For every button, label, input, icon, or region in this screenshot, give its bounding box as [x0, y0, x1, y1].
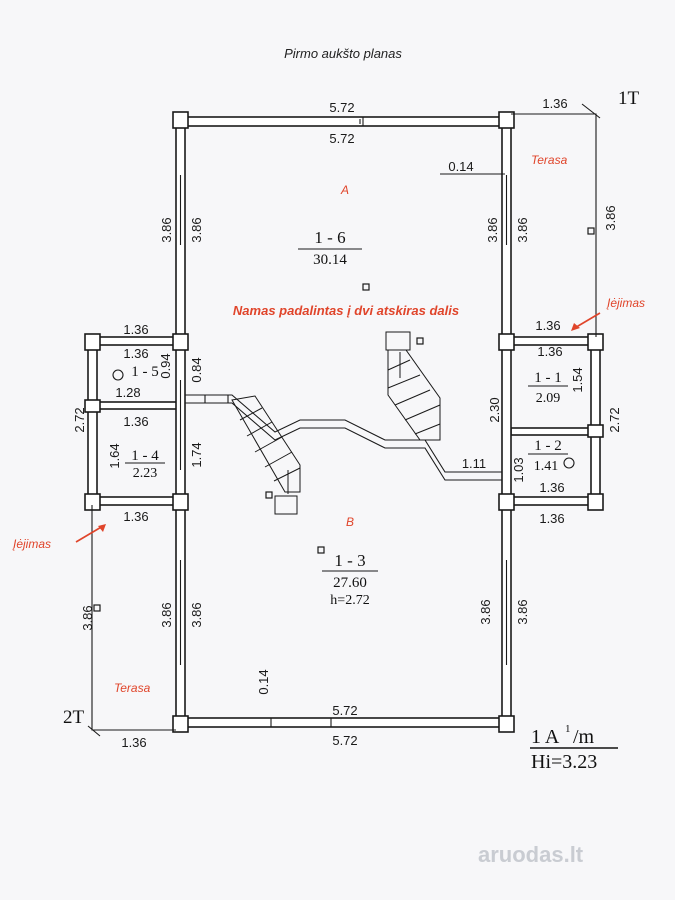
dividing-wall-inner — [185, 402, 502, 481]
corner-posts — [84, 111, 604, 733]
dim-room12-width: 1.36 — [539, 480, 564, 495]
room-16-id: 1 - 6 — [314, 228, 345, 247]
wall-annex-right-bottom — [505, 496, 599, 506]
entrance-label-left: Įėjimas — [12, 537, 51, 551]
dim-154: 1.54 — [570, 367, 585, 392]
stairs — [231, 331, 441, 515]
dim-annex-right-top: 1.36 — [535, 318, 560, 333]
stamp-sup: 1 — [565, 723, 571, 735]
entrance-arrow-left — [75, 525, 104, 543]
terrace-lines — [87, 103, 601, 737]
dim-103: 1.03 — [511, 457, 526, 482]
dim-annex-right-bottom: 1.36 — [539, 511, 564, 526]
stair-left — [231, 395, 301, 493]
terrace-top-right — [511, 113, 597, 337]
stamp-line1: 1 A — [531, 726, 560, 748]
stamp-unit: /m — [573, 726, 595, 748]
toilet-left-icon — [112, 369, 124, 381]
wall-top — [179, 116, 508, 127]
wall-annex-right-mid — [510, 427, 592, 436]
dim-left-lower-inner: 3.86 — [189, 602, 204, 627]
dim-room15-width: 1.36 — [123, 346, 148, 361]
terrace-label-top: Terasa — [531, 153, 568, 167]
zone-a-label: A — [340, 183, 349, 197]
dim-174: 1.74 — [189, 442, 204, 467]
room-12-area: 1.41 — [534, 459, 559, 474]
dim-230: 2.30 — [487, 397, 502, 422]
wall-annex-left-bottom — [89, 496, 183, 506]
dim-annex-left-bottom: 1.36 — [123, 509, 148, 524]
dim-164: 1.64 — [107, 443, 122, 468]
dim-bottom-inner: 5.72 — [332, 703, 357, 718]
dim-annex-left-height: 2.72 — [72, 407, 87, 432]
zone-b-label: B — [346, 515, 354, 529]
dim-annex-right-height: 2.72 — [607, 407, 622, 432]
divided-note: Namas padalintas į dvi atskiras dalis — [233, 303, 459, 318]
dim-094: 0.94 — [158, 353, 173, 378]
room-14-id: 1 - 4 — [131, 448, 159, 464]
dimensions: 5.72 5.72 1.36 0.14 3.86 3.86 3.86 3.86 … — [72, 96, 622, 750]
dim-terrace-right: 3.86 — [603, 205, 618, 230]
annotations: Namas padalintas į dvi atskiras dalis Te… — [12, 153, 645, 695]
toilet-right-icon — [563, 457, 575, 469]
dim-terrace-left: 3.86 — [80, 605, 95, 630]
dim-right-upper-inner: 3.86 — [485, 217, 500, 242]
room-12-id: 1 - 2 — [534, 438, 562, 454]
walls — [87, 116, 601, 728]
dim-room15-small: 1.28 — [115, 385, 140, 400]
wall-annex-right-inner — [501, 341, 512, 503]
room-labels: A 1 - 6 30.14 B 1 - 3 27.60 h=2.72 1 - 5… — [125, 183, 568, 608]
stamp-line2: Hi=3.23 — [531, 751, 597, 773]
dim-top-outer: 5.72 — [329, 100, 354, 115]
plan-title: Pirmo aukšto planas — [284, 46, 402, 61]
dim-terrace-bottom: 1.36 — [121, 735, 146, 750]
room-13-area: 27.60 — [333, 575, 367, 591]
dim-014-bottom: 0.14 — [256, 669, 271, 694]
terrace-label-bottom: Terasa — [114, 681, 151, 695]
wall-annex-left-top — [89, 336, 183, 346]
wall-annex-left-mid — [96, 401, 178, 410]
markers — [93, 227, 595, 612]
dim-right-lower-inner: 3.86 — [478, 599, 493, 624]
dim-left-upper-inner: 3.86 — [189, 217, 204, 242]
stair-right — [387, 349, 441, 441]
dim-left-upper-outer: 3.86 — [159, 217, 174, 242]
dim-084: 0.84 — [189, 357, 204, 382]
wall-annex-right-outer — [590, 336, 601, 506]
marker-2t: 2T — [63, 707, 85, 728]
dividing-wall-outer — [185, 394, 502, 473]
room-16-area: 30.14 — [313, 252, 347, 268]
dim-111: 1.11 — [462, 456, 486, 471]
dim-room11-width: 1.36 — [537, 344, 562, 359]
dim-right-upper-outer: 3.86 — [515, 217, 530, 242]
dim-terrace-top: 1.36 — [542, 96, 567, 111]
entrance-label-right: Įėjimas — [606, 296, 645, 310]
room-13-id: 1 - 3 — [334, 551, 365, 570]
wall-bottom — [179, 717, 508, 728]
scale-stamp: 1 A 1 /m Hi=3.23 — [530, 723, 618, 773]
room-15-id: 1 - 5 — [131, 364, 159, 380]
dim-right-lower-outer: 3.86 — [515, 599, 530, 624]
watermark: aruodas.lt — [478, 842, 584, 867]
dim-bottom-outer: 5.72 — [332, 733, 357, 748]
dim-top-inner: 5.72 — [329, 131, 354, 146]
dim-room14-width: 1.36 — [123, 414, 148, 429]
room-14-area: 2.23 — [133, 466, 158, 481]
room-11-area: 2.09 — [536, 391, 561, 406]
room-11-id: 1 - 1 — [534, 370, 562, 386]
dim-left-lower-outer: 3.86 — [159, 602, 174, 627]
wall-annex-left-outer — [87, 336, 98, 506]
marker-1t: 1T — [618, 88, 640, 109]
dim-annex-left-top: 1.36 — [123, 322, 148, 337]
dim-014-top: 0.14 — [448, 159, 473, 174]
room-13-height: h=2.72 — [330, 593, 369, 608]
